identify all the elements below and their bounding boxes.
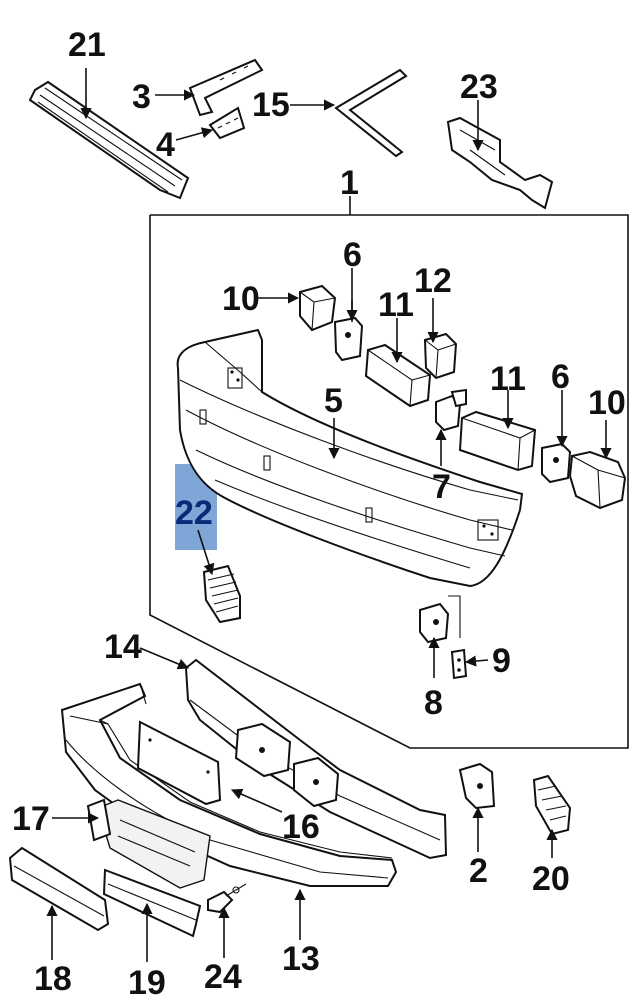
label-21: 21 — [68, 26, 106, 64]
label-5: 5 — [324, 382, 343, 420]
label-13: 13 — [282, 940, 320, 978]
part-5-bumper-cover — [176, 328, 524, 588]
label-20: 20 — [532, 860, 570, 898]
part-10-left-block — [299, 284, 337, 332]
part-labels: 21 3 4 15 23 1 6 12 10 11 11 6 10 5 7 22… — [12, 26, 626, 1002]
label-14: 14 — [104, 628, 142, 666]
label-18: 18 — [34, 960, 72, 998]
label-24: 24 — [204, 958, 242, 996]
part-2-bracket — [458, 762, 496, 810]
assembly-bracket — [149, 196, 629, 749]
part-18-trim-strip — [8, 846, 110, 932]
part-7-bracket — [435, 388, 467, 432]
label-23: 23 — [460, 68, 498, 106]
part-14-strip-bracket-b — [293, 756, 340, 808]
label-3: 3 — [132, 78, 151, 116]
label-19: 19 — [128, 964, 166, 1002]
label-1: 1 — [340, 164, 359, 202]
part-12-block — [423, 332, 458, 380]
part-16-plate-bracket — [136, 720, 222, 806]
part-6-right-bracket — [541, 442, 572, 484]
part-15-v-trim — [334, 68, 408, 158]
part-21-grille-strip — [28, 80, 190, 200]
part-10-right-lamp — [568, 450, 627, 510]
label-4: 4 — [156, 126, 175, 164]
part-23-mount-bracket — [446, 116, 554, 210]
part-22-grille-insert — [202, 564, 241, 624]
part-3-bracket — [188, 58, 264, 117]
part-24-sensor — [207, 883, 247, 914]
part-13-lower-bumper — [60, 682, 398, 887]
label-8: 8 — [424, 684, 443, 722]
part-14-strip-bracket-a — [234, 722, 292, 778]
part-9-plate — [450, 648, 468, 680]
part-8-bracket — [419, 595, 461, 644]
label-9: 9 — [492, 642, 511, 680]
part-11-center-reflector — [364, 343, 432, 408]
label-17: 17 — [12, 800, 50, 838]
part-4-bracket — [208, 106, 246, 140]
label-10-left: 10 — [222, 280, 260, 318]
label-16: 16 — [282, 808, 320, 846]
label-11-center: 11 — [378, 286, 414, 324]
part-20-grille-piece — [532, 774, 572, 836]
label-11-right: 11 — [490, 360, 526, 398]
label-15: 15 — [252, 86, 290, 124]
label-6-right: 6 — [551, 358, 570, 396]
label-6-left: 6 — [343, 236, 362, 274]
label-10-right: 10 — [588, 384, 626, 422]
label-7: 7 — [432, 468, 451, 506]
part-11-right-reflector — [458, 410, 537, 472]
leader-lines — [46, 68, 612, 962]
label-2: 2 — [469, 852, 488, 890]
label-22: 22 — [175, 494, 213, 532]
part-6-left-bracket — [333, 300, 364, 362]
label-12: 12 — [414, 262, 452, 300]
